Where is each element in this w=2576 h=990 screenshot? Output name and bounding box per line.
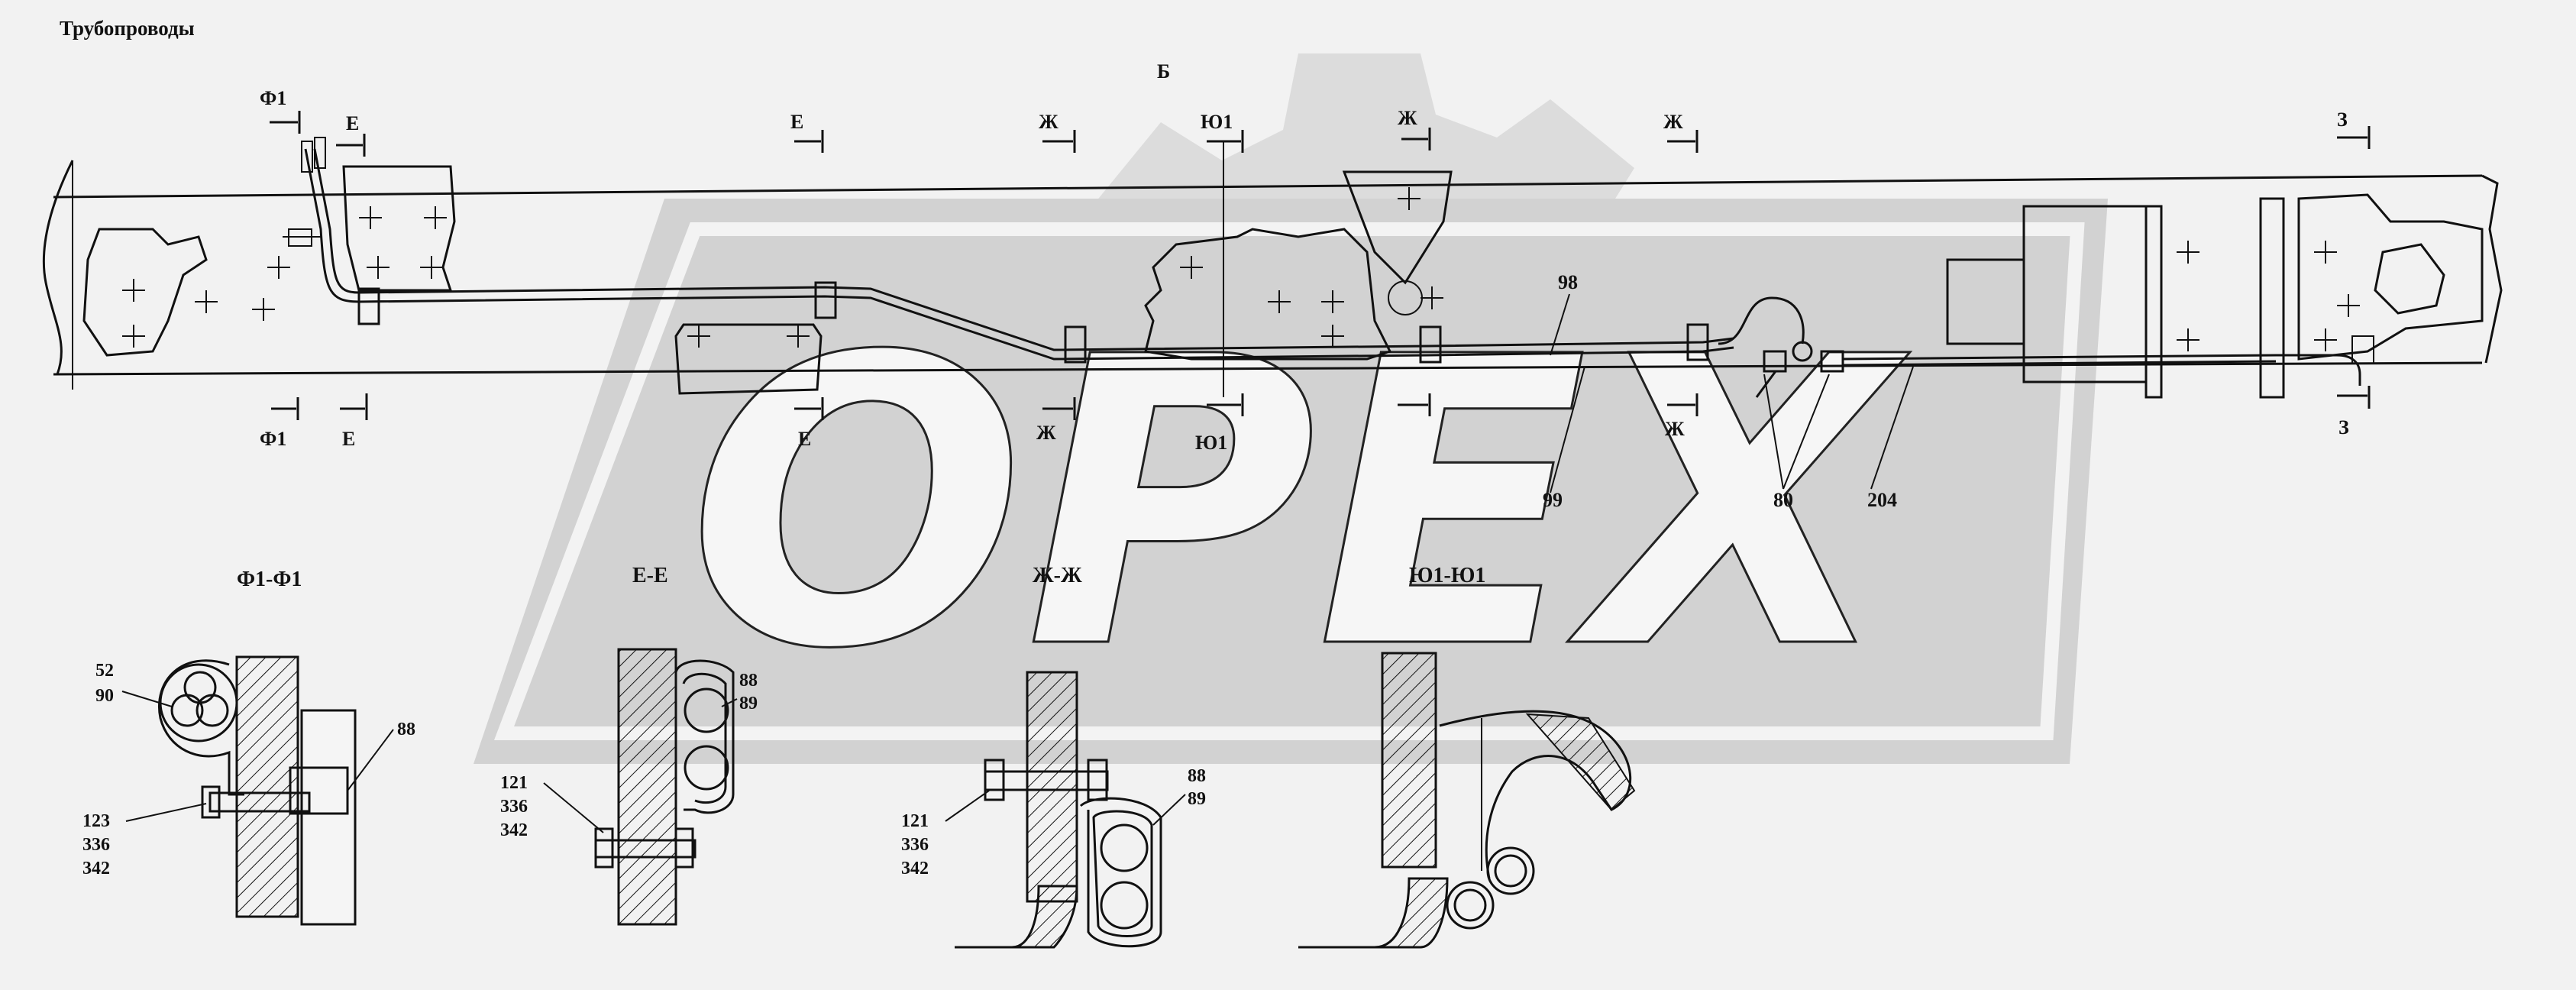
section-title-yu1-yu1: Ю1-Ю1 bbox=[1409, 564, 1485, 587]
mark-z-bottom: З bbox=[2338, 416, 2349, 438]
callout-342-zh: 342 bbox=[901, 859, 929, 878]
callout-88-zh: 88 bbox=[1188, 766, 1206, 786]
callout-88-e: 88 bbox=[739, 671, 758, 691]
mark-zh2-top: Ж bbox=[1398, 107, 1417, 129]
callout-342-e: 342 bbox=[500, 820, 528, 840]
watermark-logo: OPEX bbox=[474, 53, 2108, 764]
mark-z-top: З bbox=[2337, 108, 2348, 131]
frame-rail bbox=[42, 160, 2503, 390]
mark-e2-bottom: Е bbox=[798, 428, 811, 450]
callout-342-f1: 342 bbox=[82, 859, 110, 878]
mark-zh1-top: Ж bbox=[1039, 111, 1059, 133]
mark-f1-bottom: Ф1 bbox=[260, 428, 286, 450]
callout-336-zh: 336 bbox=[901, 835, 929, 855]
bracket-2 bbox=[342, 165, 456, 292]
mark-yu1-top: Ю1 bbox=[1201, 111, 1233, 133]
callout-123: 123 bbox=[82, 811, 110, 831]
mark-e1-bottom: Е bbox=[342, 428, 355, 450]
callout-99: 99 bbox=[1543, 489, 1563, 511]
mark-f1-top: Ф1 bbox=[260, 87, 286, 109]
rear-assembly bbox=[1946, 193, 2484, 399]
callout-121-zh: 121 bbox=[901, 811, 929, 831]
tee-fitting-80 bbox=[1718, 296, 2374, 398]
section-zh-zh: 88 89 121 336 342 bbox=[901, 671, 1206, 949]
section-yu1-yu1 bbox=[1298, 652, 1636, 949]
callout-204: 204 bbox=[1867, 489, 1897, 511]
mark-zh3-top: Ж bbox=[1663, 111, 1683, 133]
callout-336-e: 336 bbox=[500, 797, 528, 817]
front-bracket bbox=[82, 228, 290, 357]
section-marks: Ф1 Е Е Б Ж Ю1 Ж Ж З bbox=[260, 60, 2371, 397]
section-f1-f1: 52 90 88 123 336 342 bbox=[82, 655, 415, 926]
page-title: Трубопроводы bbox=[60, 17, 195, 40]
section-title-e-e: Е-Е bbox=[632, 564, 668, 587]
pipe-98 bbox=[283, 137, 1734, 361]
section-e-e: 88 89 121 336 342 bbox=[500, 648, 758, 926]
section-title-zh-zh: Ж-Ж bbox=[1033, 564, 1082, 587]
mark-e2-top: Е bbox=[790, 111, 803, 133]
section-title-f1-f1: Ф1-Ф1 bbox=[237, 568, 302, 591]
callout-89-zh: 89 bbox=[1188, 789, 1206, 809]
callout-90: 90 bbox=[95, 686, 114, 706]
watermark-band bbox=[474, 199, 2108, 764]
callout-336-f1: 336 bbox=[82, 835, 110, 855]
pipe-clamps bbox=[357, 281, 1709, 364]
section-marks-bottom: Ф1 Е Е Ж Ю1 Ж З bbox=[260, 386, 2371, 454]
mark-yu1-bottom: Ю1 bbox=[1195, 432, 1227, 454]
callout-52: 52 bbox=[95, 661, 114, 681]
callout-80: 80 bbox=[1773, 489, 1793, 511]
callout-88-f1: 88 bbox=[397, 720, 415, 739]
mark-zh1-bottom: Ж bbox=[1036, 422, 1056, 444]
callout-121-e: 121 bbox=[500, 773, 528, 793]
callout-98: 98 bbox=[1558, 271, 1578, 293]
main-callouts: 98 99 80 204 bbox=[1543, 271, 1914, 511]
mark-b: Б bbox=[1157, 60, 1170, 82]
tank-block bbox=[674, 323, 823, 395]
callout-89-e: 89 bbox=[739, 694, 758, 713]
mark-e1-top: Е bbox=[346, 112, 359, 134]
mark-zh3-bottom: Ж bbox=[1665, 418, 1685, 440]
